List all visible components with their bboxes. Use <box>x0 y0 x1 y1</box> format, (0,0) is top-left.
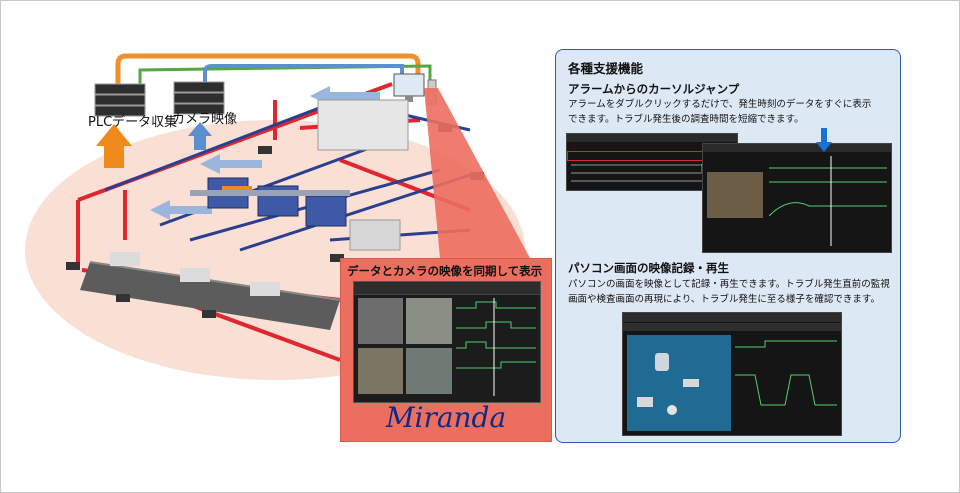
toolbar <box>354 282 540 295</box>
blue-network-main <box>104 98 341 192</box>
cursor-jump-text: アラームをダブルクリックするだけで、発生時刻のデータをすぐに表示 できます。トラ… <box>568 97 890 127</box>
camera-up-arrow <box>188 122 212 150</box>
panel-title: 各種支援機能 <box>568 61 644 76</box>
conveyor-line <box>80 252 341 330</box>
plc-up-arrow <box>96 124 132 168</box>
plc-server <box>94 83 146 117</box>
miranda-screenshot <box>353 281 541 403</box>
callout-title: データとカメラの映像を同期して表示 <box>347 264 543 278</box>
production-machines <box>190 99 409 251</box>
screen-record-title: パソコン画面の映像記録・再生 <box>568 261 729 275</box>
camera-server <box>173 81 225 115</box>
screen-record-screenshot <box>622 312 842 436</box>
signal-chart <box>456 298 536 396</box>
cursor-jump-line-2: できます。トラブル発生後の調査時間を短縮できます。 <box>568 114 804 125</box>
monitor-screen <box>627 335 731 431</box>
blue-cable <box>203 64 404 84</box>
cursor-jump-line-1: アラームをダブルクリックするだけで、発生時刻のデータをすぐに表示 <box>568 99 872 110</box>
miranda-logo: Miranda <box>385 401 507 434</box>
cursor-jump-title: アラームからのカーソルジャンプ <box>568 82 740 96</box>
callout-pointer <box>424 88 530 258</box>
camera-label: カメラ映像 <box>172 112 238 127</box>
screen-record-line-1: パソコンの画面を映像として記録・再生できます。トラブル発生直前の監視 <box>568 279 890 290</box>
video-grid <box>358 298 452 396</box>
trend-screenshot <box>702 143 892 253</box>
sync-display-callout: データとカメラの映像を同期して表示 Miranda <box>340 258 552 442</box>
support-features-panel: 各種支援機能 アラームからのカーソルジャンプ アラームをダブルクリックするだけで… <box>555 49 901 443</box>
screen-record-text: パソコンの画面を映像として記録・再生できます。トラブル発生直前の監視 画面や検査… <box>568 277 890 307</box>
screen-record-line-2: 画面や検査画面の再現により、トラブル発生に至る様子を確認できます。 <box>568 294 880 305</box>
orange-cable <box>115 53 421 84</box>
plc-label: PLCデータ収集 <box>88 115 178 130</box>
green-cable <box>138 64 432 84</box>
